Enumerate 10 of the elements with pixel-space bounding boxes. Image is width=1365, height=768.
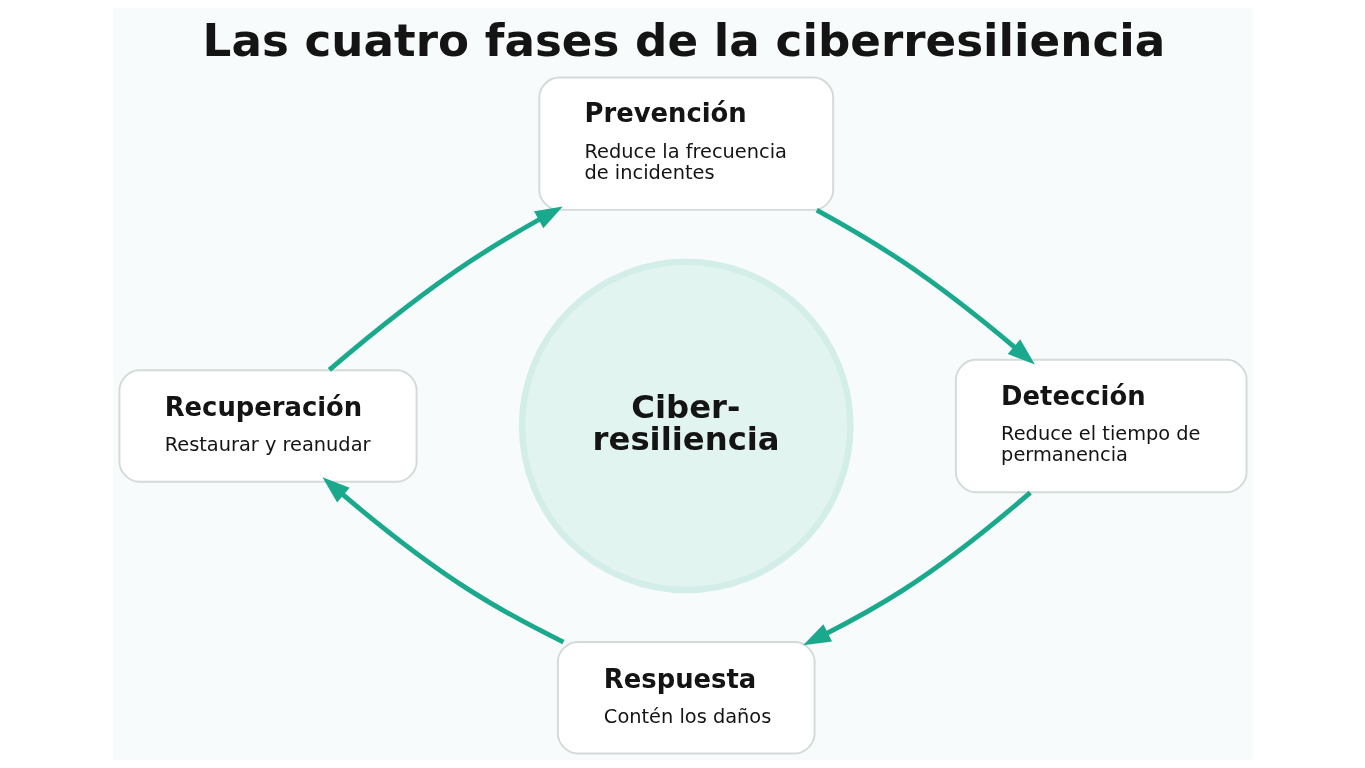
node-box: Respuesta Contén los daños: [556, 641, 816, 755]
arrow: [327, 206, 563, 372]
arrow: [321, 477, 565, 645]
node-box: Prevención Reduce la frecuencia de incidentes: [537, 76, 834, 211]
arrow: [815, 208, 1035, 365]
node-box: Recuperación Restaurar y reanudar: [118, 369, 418, 483]
diagram-title: Las cuatro fases de la ciberresiliencia: [202, 13, 1165, 67]
arrow: [802, 490, 1032, 646]
node-circle: Ciber- resiliencia: [518, 258, 854, 594]
node-box: Detección Reduce el tiempo de permanencia: [954, 358, 1247, 494]
